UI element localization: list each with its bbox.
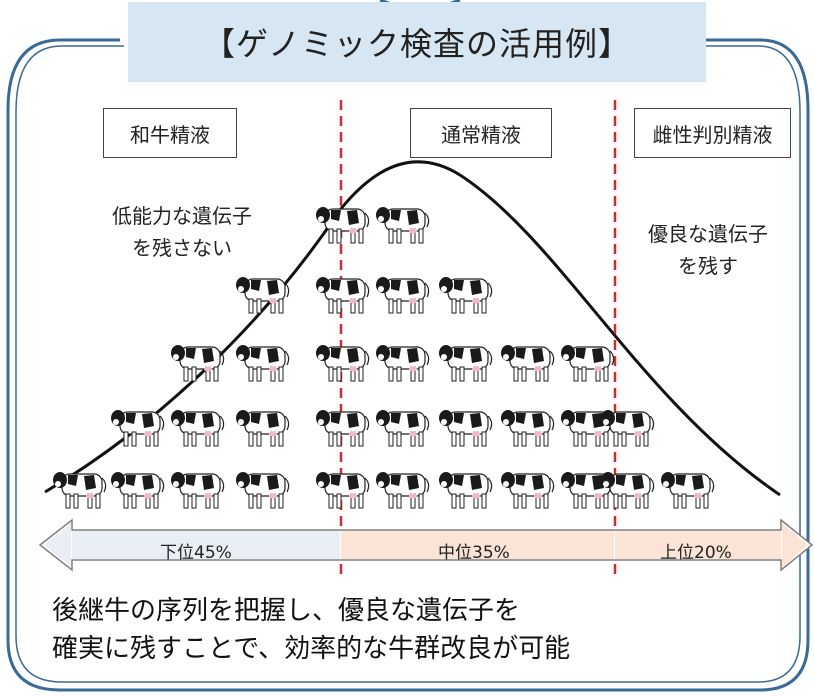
cow-icon xyxy=(171,345,225,382)
cow-icon xyxy=(316,472,370,509)
band-mid-label: 中位35% xyxy=(438,543,510,563)
cow-icon xyxy=(439,410,493,447)
cow-icon xyxy=(316,277,370,314)
cow-icon xyxy=(561,410,615,447)
cow-icon xyxy=(236,277,290,314)
band-high-label: 上位20% xyxy=(660,543,732,563)
category-wagyu: 和牛精液 xyxy=(103,108,237,158)
cow-icon xyxy=(501,472,555,509)
cow-icon xyxy=(661,472,715,509)
cow-icon xyxy=(601,410,655,447)
cow-icon xyxy=(439,345,493,382)
title-text: 【ゲノミック検査の活用例】 xyxy=(202,25,632,63)
category-normal-label: 通常精液 xyxy=(441,122,521,147)
note-left-line2: を残さない xyxy=(132,236,232,260)
cow-grid xyxy=(53,207,715,509)
cow-icon xyxy=(171,410,225,447)
cow-icon xyxy=(601,472,655,509)
band-low-tip xyxy=(44,523,71,567)
category-normal: 通常精液 xyxy=(410,108,552,158)
conclusion: 後継牛の序列を把握し、優良な遺伝子を 確実に残すことで、効率的な牛群改良が可能 xyxy=(52,592,570,668)
conclusion-line1: 後継牛の序列を把握し、優良な遺伝子を xyxy=(52,596,521,626)
cow-icon xyxy=(501,410,555,447)
category-sexed-label: 雌性判別精液 xyxy=(652,122,773,147)
category-wagyu-label: 和牛精液 xyxy=(130,122,210,147)
frame-outline-inner xyxy=(15,45,801,683)
note-right-line1: 優良な遺伝子 xyxy=(648,222,768,246)
category-sexed: 雌性判別精液 xyxy=(634,108,791,158)
cow-icon xyxy=(376,277,430,314)
cow-icon xyxy=(439,472,493,509)
band-low-label: 下位45% xyxy=(160,543,232,563)
cow-icon xyxy=(316,345,370,382)
band-high-tip xyxy=(782,523,808,567)
bell-curve xyxy=(44,160,781,497)
band-low xyxy=(72,531,340,559)
cow-icon xyxy=(236,472,290,509)
note-right-line2: を残す xyxy=(678,254,738,278)
conclusion-line2: 確実に残すことで、効率的な牛群改良が可能 xyxy=(52,634,571,664)
note-left: 低能力な遺伝子 を残さない xyxy=(92,200,272,264)
cow-icon xyxy=(171,472,225,509)
cow-icon xyxy=(439,277,493,314)
band-high xyxy=(615,531,781,559)
cow-icon xyxy=(376,472,430,509)
cow-icon xyxy=(376,410,430,447)
cow-icon xyxy=(111,472,165,509)
note-right: 優良な遺伝子 を残す xyxy=(628,218,788,282)
cow-icon xyxy=(236,410,290,447)
cow-icon xyxy=(561,472,615,509)
cow-icon xyxy=(561,345,615,382)
cow-icon xyxy=(316,207,370,244)
cow-icon xyxy=(376,345,430,382)
cow-icon xyxy=(501,345,555,382)
note-left-line1: 低能力な遺伝子 xyxy=(112,204,252,228)
cow-icon xyxy=(316,410,370,447)
frame-outline xyxy=(6,38,810,692)
cow-icon xyxy=(376,207,430,244)
cow-icon xyxy=(53,472,107,509)
title-box: 【ゲノミック検査の活用例】 xyxy=(128,2,706,82)
band-mid xyxy=(341,531,614,559)
cow-icon xyxy=(236,345,290,382)
cow-icon xyxy=(111,410,165,447)
